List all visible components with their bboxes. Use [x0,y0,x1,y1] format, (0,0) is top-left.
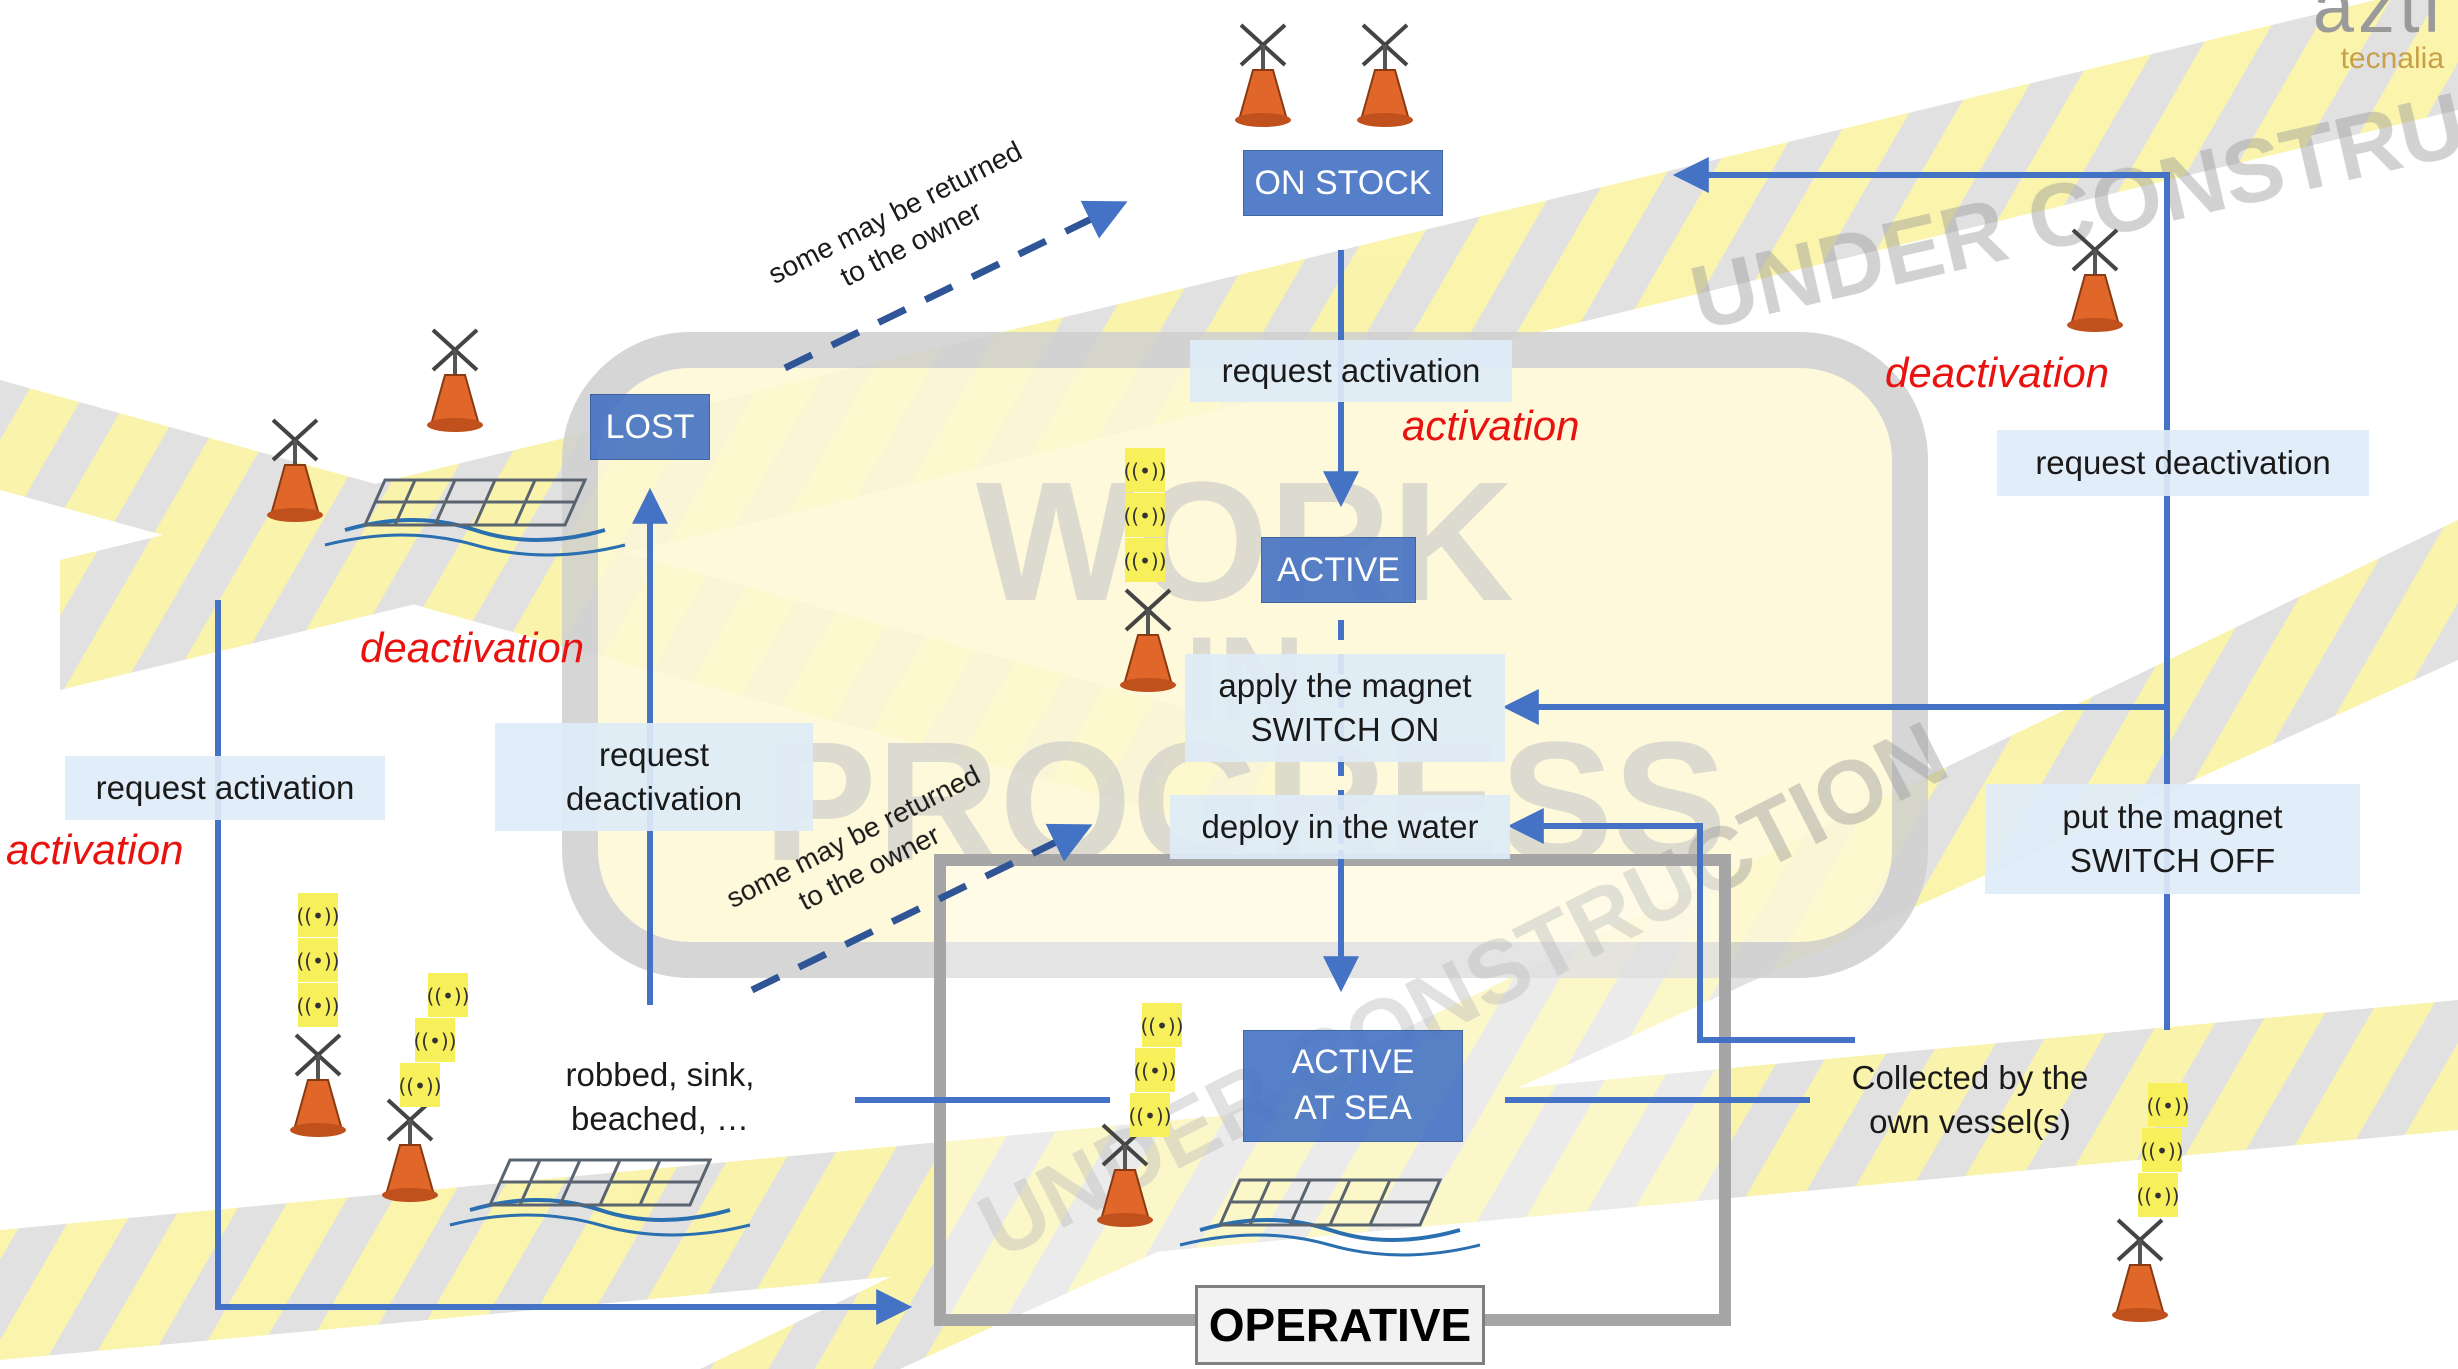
state-lost: LOST [590,394,710,460]
signal-icon [1123,493,1167,537]
state-operative: OPERATIVE [1195,1285,1485,1365]
note-deploy-water: deploy in the water [1170,795,1510,859]
event-activation-left: activation [6,826,184,873]
dashed-arrow-bottom [750,823,1093,994]
arrow-activation-loop [215,600,913,1325]
signal-icon [296,938,340,982]
signal-icon [1140,1003,1184,1047]
state-active: ACTIVE [1261,537,1416,603]
signal-icon [1123,448,1167,492]
note-magnet-off: put the magnet SWITCH OFF [1985,784,2360,894]
buoy-icon [425,328,485,434]
event-deactivation-left: deactivation [360,624,585,671]
note-request-activation-left: request activation [65,756,385,820]
text-collected: Collected by the own vessel(s) [1851,1059,2089,1140]
note-request-activation-top: request activation [1190,340,1512,402]
signal-icon [413,1018,457,1062]
logo: azti tecnalia [2313,0,2444,74]
buoy-icon [1233,23,1293,129]
buoy-icon [288,1033,348,1139]
dashed-arrow-top [783,200,1128,372]
signal-icon [1133,1048,1177,1092]
buoy-icon [1355,23,1415,129]
signal-icon [2146,1083,2190,1127]
signal-icon [296,893,340,937]
state-active-at-sea: ACTIVE AT SEA [1243,1030,1463,1142]
event-activation-center: activation [1402,402,1580,449]
buoy-icon [2110,1218,2170,1324]
dashed-arrows [750,200,1128,994]
arrow-deactivation-loop [1672,157,2170,1030]
wip-line-1: WORK [976,447,1514,637]
signal-icon [426,973,470,1017]
logo-sub: tecnalia [2340,42,2444,75]
signal-icon [398,1063,442,1107]
note-request-deactivation-right: request deactivation [1997,430,2369,496]
signal-icon [296,983,340,1027]
logo-name: azti [2312,0,2444,48]
buoy-icon [380,1098,440,1204]
signal-icon [1123,538,1167,582]
signal-icon [2140,1128,2184,1172]
note-request-deactivation-lost: request deactivation [495,723,813,831]
arrow-collected-to-deploy [1507,808,1855,1043]
text-robbed: robbed, sink, beached, … [565,1056,755,1137]
note-apply-magnet: apply the magnet SWITCH ON [1185,654,1505,762]
event-deactivation-right: deactivation [1885,349,2110,396]
signal-icon [1128,1093,1172,1137]
state-on-stock: ON STOCK [1243,150,1443,216]
signal-icon [2136,1173,2180,1217]
